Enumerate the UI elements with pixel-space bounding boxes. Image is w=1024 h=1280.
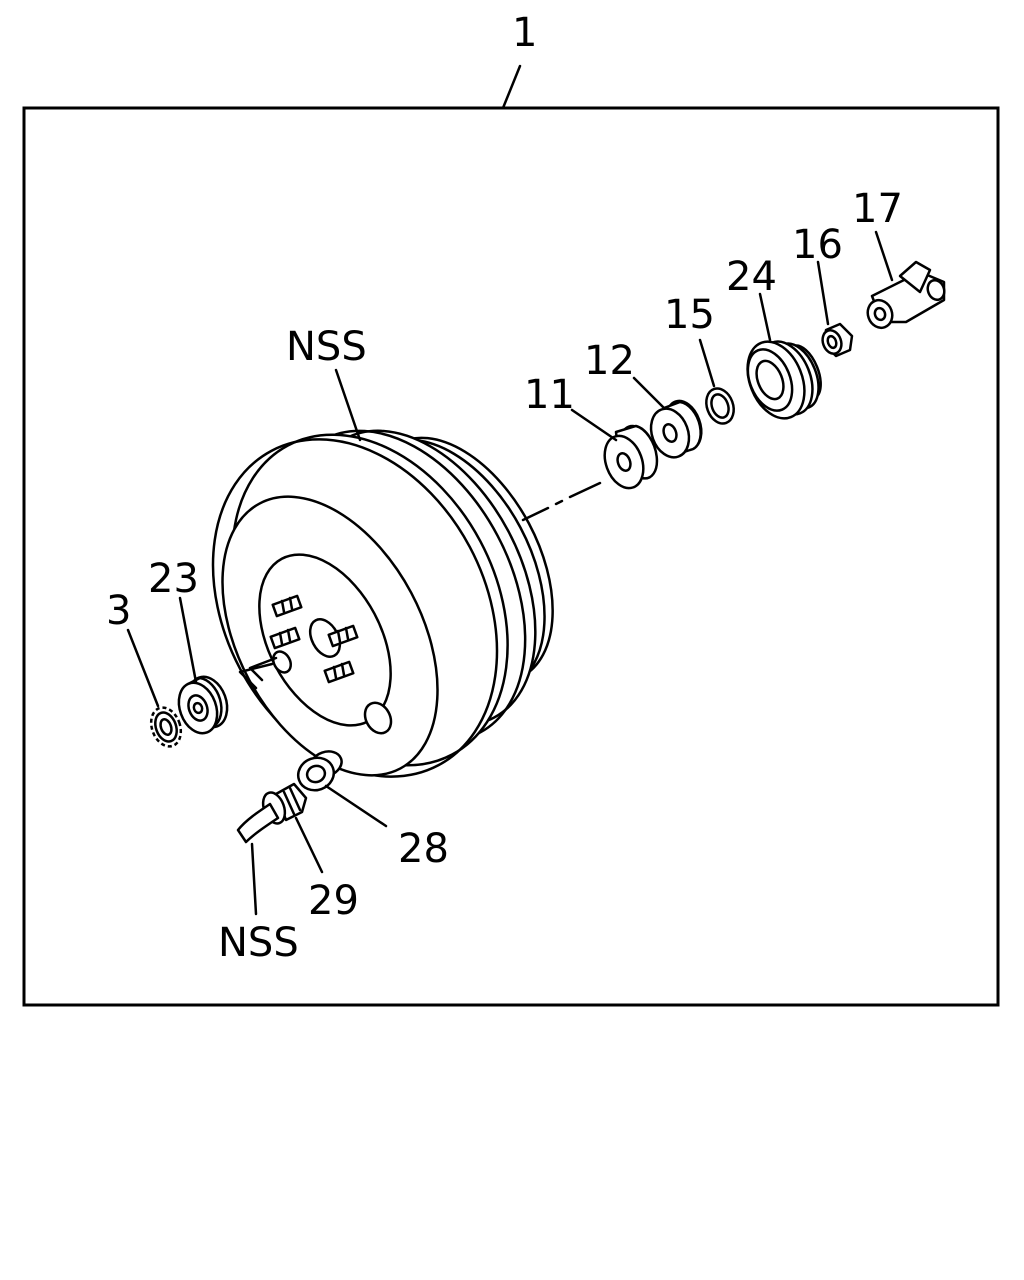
label-11: 11 (524, 372, 575, 418)
leader-23 (178, 596, 198, 684)
stud-4 (323, 660, 355, 684)
part-24 (746, 340, 822, 420)
stud-2 (327, 624, 359, 648)
bottom-hose (236, 802, 280, 844)
stud-1 (271, 594, 303, 618)
leader-24 (758, 292, 772, 342)
leader-3 (126, 628, 160, 708)
stud-3 (269, 626, 301, 650)
leader-28 (324, 784, 388, 828)
label-12: 12 (584, 338, 635, 384)
leader-nss-bottom (250, 842, 258, 916)
part-15 (705, 387, 735, 425)
label-15: 15 (664, 292, 715, 338)
label-28: 28 (398, 826, 449, 872)
front-tube (238, 656, 278, 690)
leader-assembly (501, 64, 522, 110)
part-11 (603, 424, 659, 490)
part-16 (821, 322, 854, 358)
label-29: 29 (308, 878, 359, 924)
leader-12 (632, 376, 666, 410)
label-17: 17 (852, 186, 903, 232)
leader-15 (698, 338, 716, 388)
label-nss-bottom: NSS (218, 920, 299, 966)
part-17 (866, 260, 946, 330)
label-nss-top: NSS (286, 324, 367, 370)
label-16: 16 (792, 222, 843, 268)
part-23 (177, 675, 229, 735)
label-3: 3 (106, 588, 131, 634)
leader-nss-top (334, 368, 362, 442)
axis-line (521, 481, 602, 522)
part-28 (296, 750, 343, 792)
leader-29 (294, 816, 324, 874)
label-assembly: 1 (512, 10, 537, 56)
leader-11 (570, 408, 618, 442)
label-23: 23 (148, 556, 199, 602)
assembly-frame (22, 106, 1000, 1007)
part-12 (649, 399, 703, 459)
leader-17 (874, 230, 894, 282)
part-3 (149, 706, 183, 748)
leader-16 (816, 260, 830, 326)
booster-drum (211, 429, 554, 778)
label-24: 24 (726, 254, 777, 300)
